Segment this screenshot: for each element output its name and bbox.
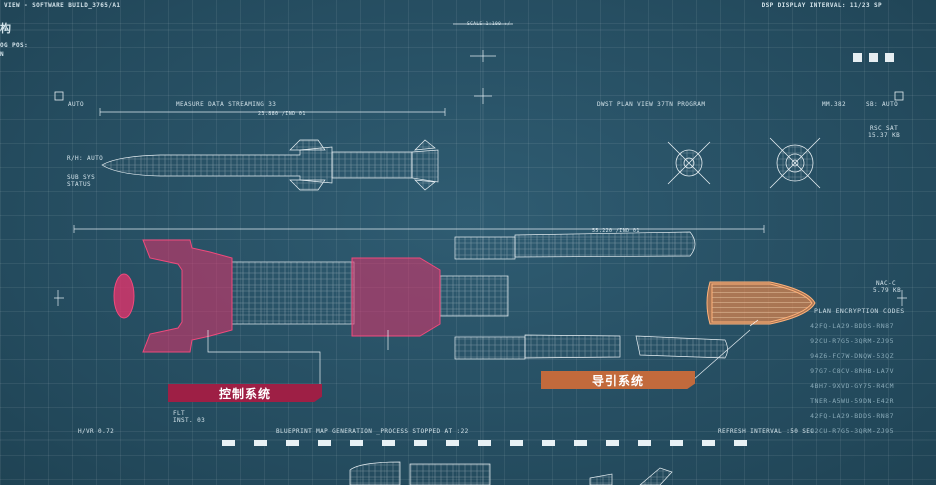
progress-dash [222,440,235,446]
encryption-code: 4BH7-9XVD-GY75-R4CM [810,382,894,390]
window-square-icon[interactable] [853,53,862,62]
progress-dash [318,440,331,446]
blueprint-status-label: BLUEPRINT MAP GENERATION _PROCESS STOPPE… [276,428,469,435]
measure-label: MEASURE DATA STREAMING 33 [176,101,277,108]
progress-dash [382,440,395,446]
progress-dash [350,440,363,446]
rh-auto-label: R/H: AUTO [67,155,104,162]
dimension-mid-label: 55.220 /IND 01 [592,228,640,234]
dimension-top-label: 23.880 /IND 01 [258,111,306,117]
guidance-system-label[interactable]: 导引系统 [541,371,695,389]
rsc-sat-label: RSC SAT [870,125,899,132]
hvr-label: H/VR 0.72 [78,428,115,435]
flt-label: FLT [173,410,186,417]
progress-dash [606,440,619,446]
progress-dash [478,440,491,446]
pos-value: N [0,51,5,58]
nac-size-label: 5.79 KB [873,287,902,294]
nac-label: NAC-C [876,280,897,287]
progress-dash [414,440,427,446]
progress-dash [702,440,715,446]
encryption-code: 94Z6-FC7W-DNQW-53QZ [810,352,894,360]
plan-view-label: DWST PLAN VIEW 37TN PROGRAM [597,101,706,108]
progress-dash [286,440,299,446]
auto-label: AUTO [68,101,85,108]
encryption-code: TNER-A5WU-59DN-E42R [810,397,894,405]
inst-label: INST. 03 [173,417,206,424]
control-system-label[interactable]: 控制系统 [168,384,322,402]
sb-auto-label: SB: AUTO [866,101,899,108]
progress-dash [574,440,587,446]
progress-dash [638,440,651,446]
window-square-icon[interactable] [885,53,894,62]
display-interval: DSP DISPLAY INTERVAL: 11/23 SP [761,2,882,9]
pos-label: OG POS: [0,42,29,49]
mm-label: MM.382 [822,101,847,108]
rsc-size-label: 15.37 KB [868,132,901,139]
encryption-code: 42FQ-LA29-BDDS-RN87 [810,412,894,420]
header-title: VIEW - SOFTWARE BUILD_3765/A1 [4,2,121,9]
encryption-code: 92CU-R7G5-3QRM-ZJ95 [810,337,894,345]
progress-dash [446,440,459,446]
encryption-code: 92CU-R7G5-3QRM-ZJ95 [810,427,894,435]
title-glyph: 构 [0,22,12,35]
encryption-code: 97G7-C8CV-8RHB-LA7V [810,367,894,375]
refresh-interval-label: REFRESH INTERVAL :50 SEC [718,428,815,435]
encryption-title: PLAN ENCRYPTION CODES [814,307,905,315]
progress-dash [254,440,267,446]
progress-dash [734,440,747,446]
scale-label: SCALE 1:100 +/- [467,22,514,27]
window-square-icon[interactable] [869,53,878,62]
progress-dash [670,440,683,446]
progress-dash [542,440,555,446]
sub-sys-label: SUB SYS [67,174,96,181]
status-label: STATUS [67,181,92,188]
progress-dash [510,440,523,446]
encryption-code: 42FQ-LA29-BDDS-RN87 [810,322,894,330]
